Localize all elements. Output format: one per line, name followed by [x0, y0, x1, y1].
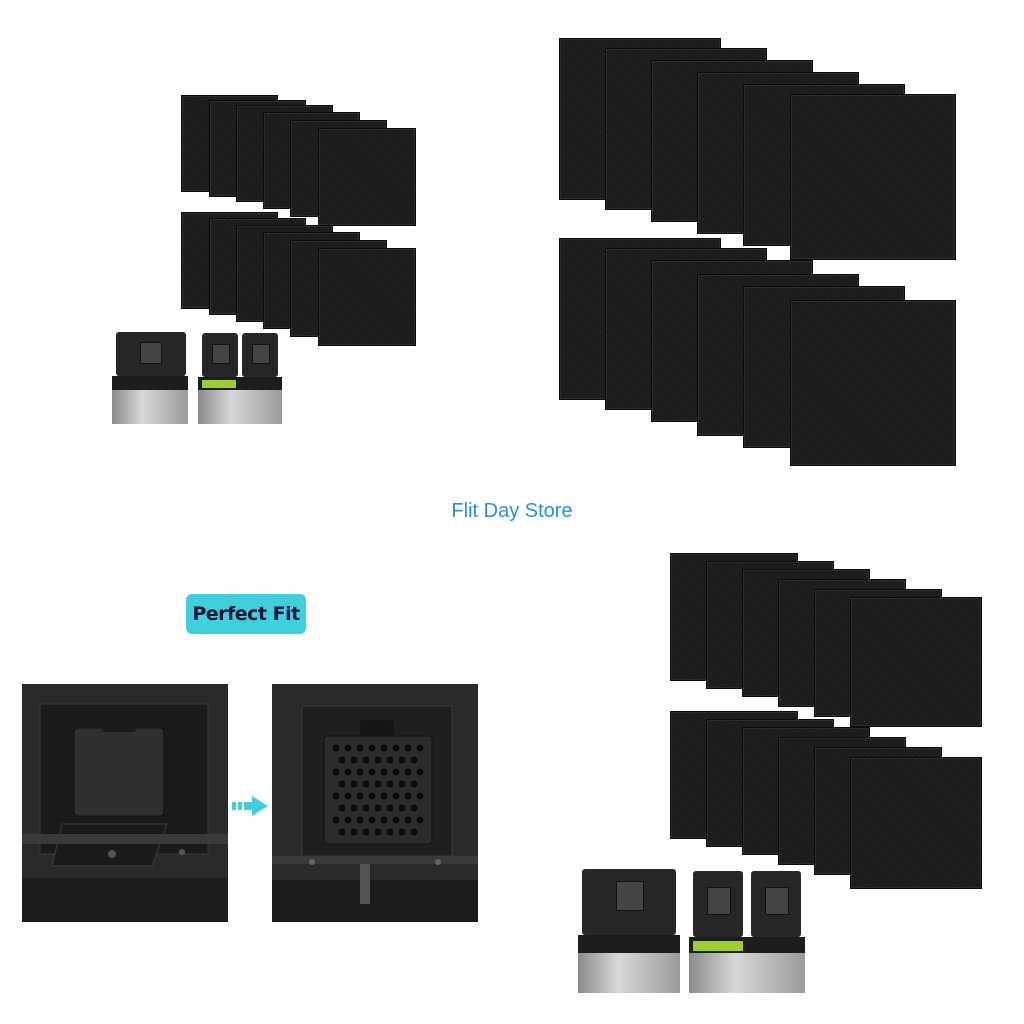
product-image-top-left[interactable]: [110, 90, 420, 430]
filter-pad: [318, 128, 416, 226]
filter-installed-photo: [272, 684, 478, 922]
trash-bin-single: [110, 330, 190, 425]
lid-open-photo: [22, 684, 228, 922]
store-name: Flit Day Store: [451, 500, 573, 522]
lid-open-illustration: [22, 684, 228, 922]
filter-pad: [850, 757, 982, 889]
bin-body: [689, 953, 805, 993]
lid-filter: [140, 342, 162, 364]
bin-body: [112, 390, 188, 424]
trash-bin-double: [687, 867, 807, 995]
arrow-right-icon: [232, 796, 268, 816]
lid-filter: [765, 887, 789, 915]
perfect-fit-badge: Perfect Fit: [186, 594, 306, 634]
product-image-top-right[interactable]: [550, 30, 970, 470]
bin-rim: [112, 376, 188, 390]
trash-bin-double: [196, 330, 284, 425]
lid-filter: [212, 344, 230, 364]
bin-rim: [578, 935, 680, 953]
lid-filter: [252, 344, 270, 364]
trash-bin-single: [576, 867, 681, 995]
bin-green-liner: [693, 941, 743, 951]
bin-body: [578, 953, 680, 993]
filter-holes: [332, 744, 424, 836]
filter-pad: [318, 248, 416, 346]
bin-body: [198, 390, 282, 424]
filter-installed-illustration: [272, 684, 478, 922]
product-image-bottom-right[interactable]: [570, 545, 990, 1000]
filter-pad: [790, 300, 956, 466]
filter-pad: [850, 597, 982, 727]
lid-filter: [707, 887, 731, 915]
lid-filter: [616, 881, 644, 911]
bin-green-liner: [202, 380, 236, 388]
filter-pad: [790, 94, 956, 260]
